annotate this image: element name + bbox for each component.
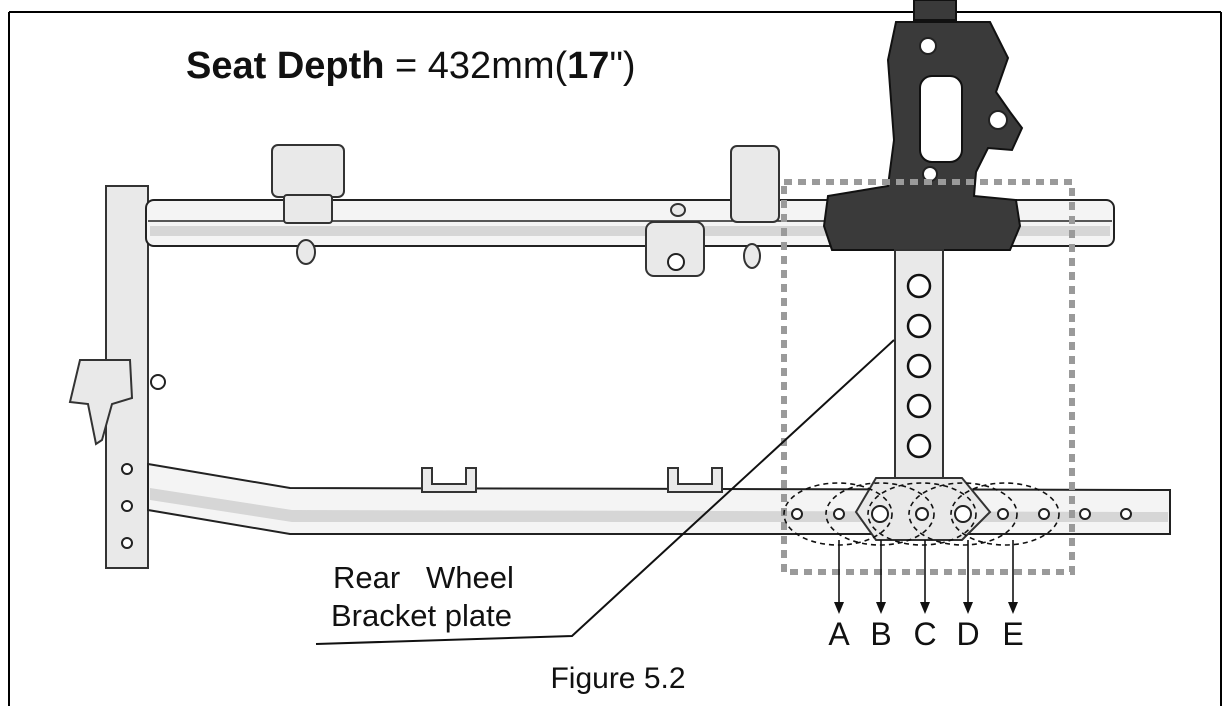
callout-leader-line <box>315 339 895 645</box>
position-label-c: C <box>913 616 936 652</box>
position-label-b: B <box>870 616 891 652</box>
seat-depth-title: Seat Depth = 432mm(17") <box>186 45 636 87</box>
backrest-bracket <box>822 0 1024 251</box>
clamp-left <box>271 144 345 265</box>
position-ellipses <box>783 482 1060 546</box>
rear-wheel-bracket-plate <box>854 249 992 541</box>
clamp-right <box>730 145 780 269</box>
bottom-rail <box>147 462 1171 535</box>
figure-caption: Figure 5.2 <box>550 662 685 695</box>
position-label-a: A <box>828 616 850 652</box>
bottom-clips <box>421 467 723 493</box>
clamp-middle <box>645 203 705 277</box>
position-arrows <box>834 540 1018 614</box>
callout-label-line1: Rear Wheel <box>333 560 514 595</box>
position-label-e: E <box>1002 616 1023 652</box>
footrest-bracket <box>68 359 166 446</box>
highlight-box <box>781 179 1075 575</box>
position-label-d: D <box>956 616 979 652</box>
bottom-rail-holes <box>791 508 1132 520</box>
callout-label-line2: Bracket plate <box>331 598 512 633</box>
